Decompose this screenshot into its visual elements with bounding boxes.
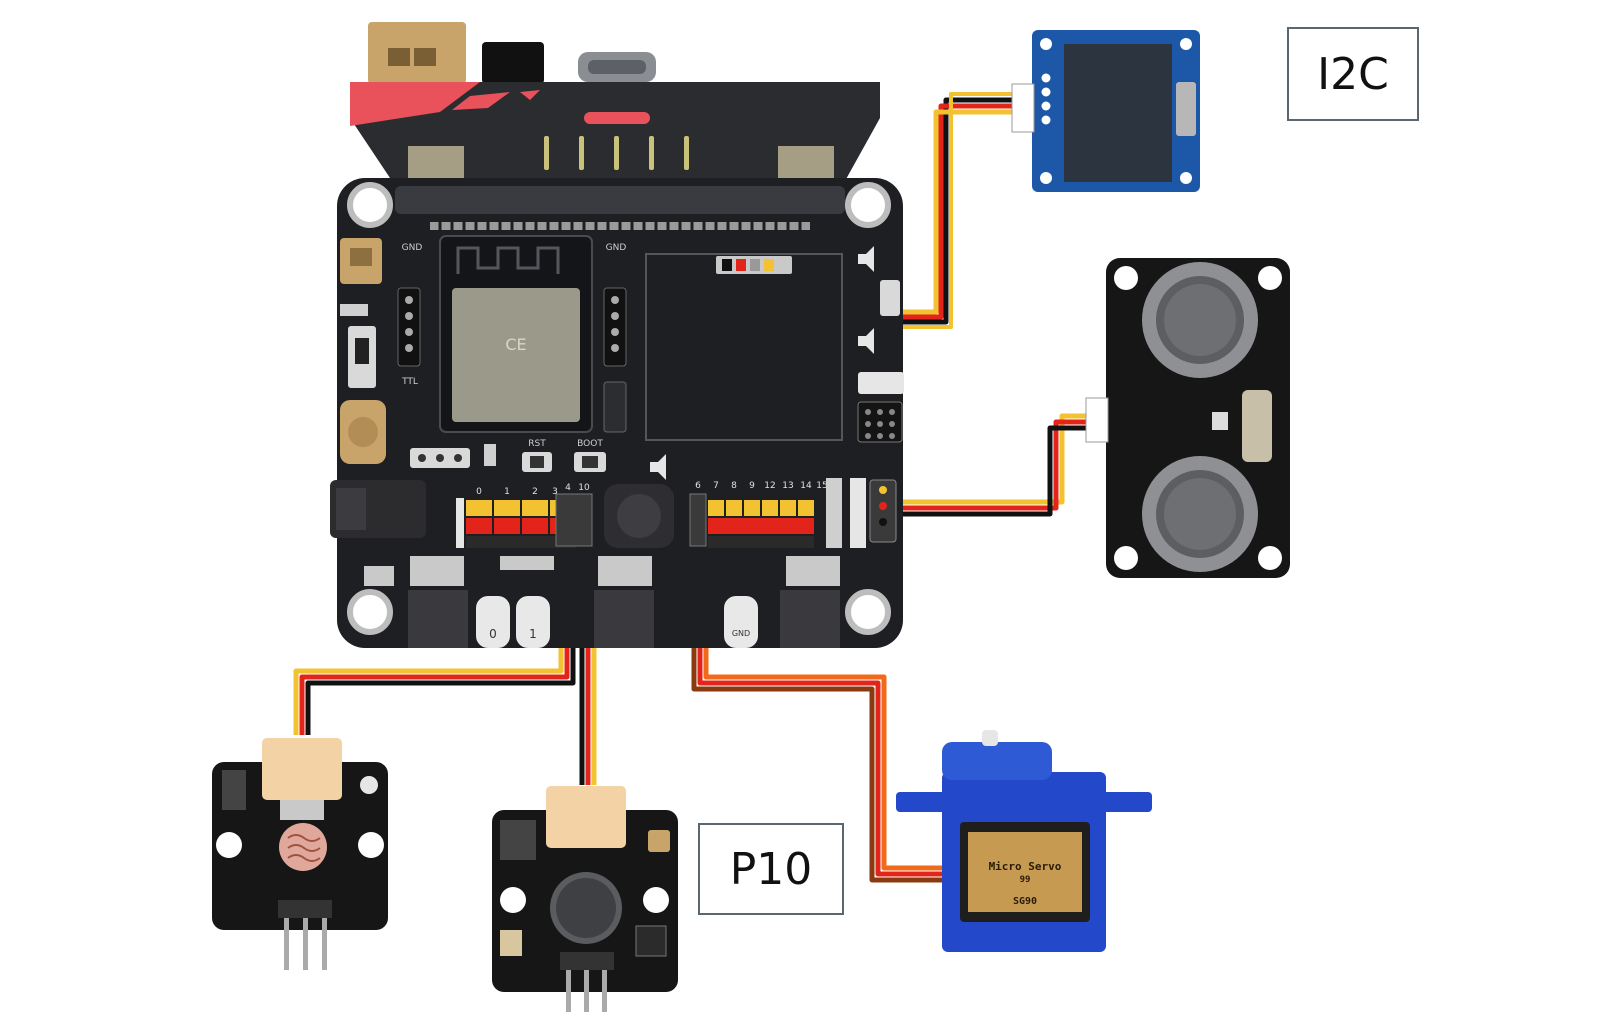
pin-header-left: 0 1 2 3 4 10 (466, 483, 593, 548)
servo-brand-line2: 99 (1020, 875, 1031, 885)
pin-label-15: 15 (816, 481, 827, 491)
speaker-icon (650, 246, 874, 480)
light-sensor-module (212, 738, 388, 970)
p10-label: P10 (698, 823, 844, 915)
buttons-row: RST BOOT (410, 439, 606, 472)
controller-board: CE TTL GND GND (330, 22, 904, 648)
ttl-label: TTL (401, 377, 418, 387)
wifi-antenna-icon (456, 246, 560, 274)
oled-display-module (1011, 30, 1200, 192)
pin-header-right: 6 7 8 9 12 13 14 15 (689, 481, 828, 548)
pin-label-3: 3 (552, 487, 558, 497)
esp32-module: CE (439, 235, 593, 433)
led-matrix (544, 136, 689, 170)
pin-label-4: 4 (565, 483, 571, 493)
boot-label: BOOT (577, 439, 603, 449)
pin-label-7: 7 (713, 481, 719, 491)
bottom-connectors: 0 1 GND (364, 556, 840, 648)
pin-label-1: 1 (504, 487, 510, 497)
pin-label-2: 2 (532, 487, 538, 497)
ce-mark-icon: CE (505, 335, 526, 354)
servo-brand-line1: Micro Servo (989, 860, 1062, 873)
pin-label-8: 8 (731, 481, 737, 491)
display-outline (645, 253, 843, 441)
pin-label-13: 13 (782, 481, 793, 491)
pin-label-14: 14 (800, 481, 812, 491)
ultrasonic-wire-bundle (898, 413, 1100, 517)
i2c-label: I2C (1287, 27, 1419, 121)
touch-pin-0: 0 (489, 627, 497, 641)
power-switch (482, 42, 544, 84)
touch-pin-gnd: GND (732, 629, 750, 638)
oled-screen (1064, 44, 1172, 182)
sound-sensor-module (492, 786, 678, 1012)
right-side-header (603, 287, 627, 433)
ttl-header: TTL (397, 287, 421, 387)
pin-label-9: 9 (749, 481, 755, 491)
pin-label-10: 10 (578, 483, 590, 493)
servo-motor: Micro Servo 99 SG90 (896, 730, 1152, 952)
pin-label-12: 12 (764, 481, 775, 491)
ultrasonic-sensor (1085, 258, 1290, 578)
mounting-holes (347, 182, 891, 635)
rst-label: RST (528, 439, 546, 449)
servo-model: SG90 (1013, 896, 1037, 907)
pin-label-6: 6 (695, 481, 701, 491)
gnd-label-left: GND (402, 243, 423, 253)
ultrasonic-port (869, 479, 897, 543)
touch-pin-1: 1 (529, 627, 537, 641)
microbit-plate (350, 82, 880, 190)
gnd-label-right: GND (606, 243, 627, 253)
pin-label-0: 0 (476, 487, 482, 497)
